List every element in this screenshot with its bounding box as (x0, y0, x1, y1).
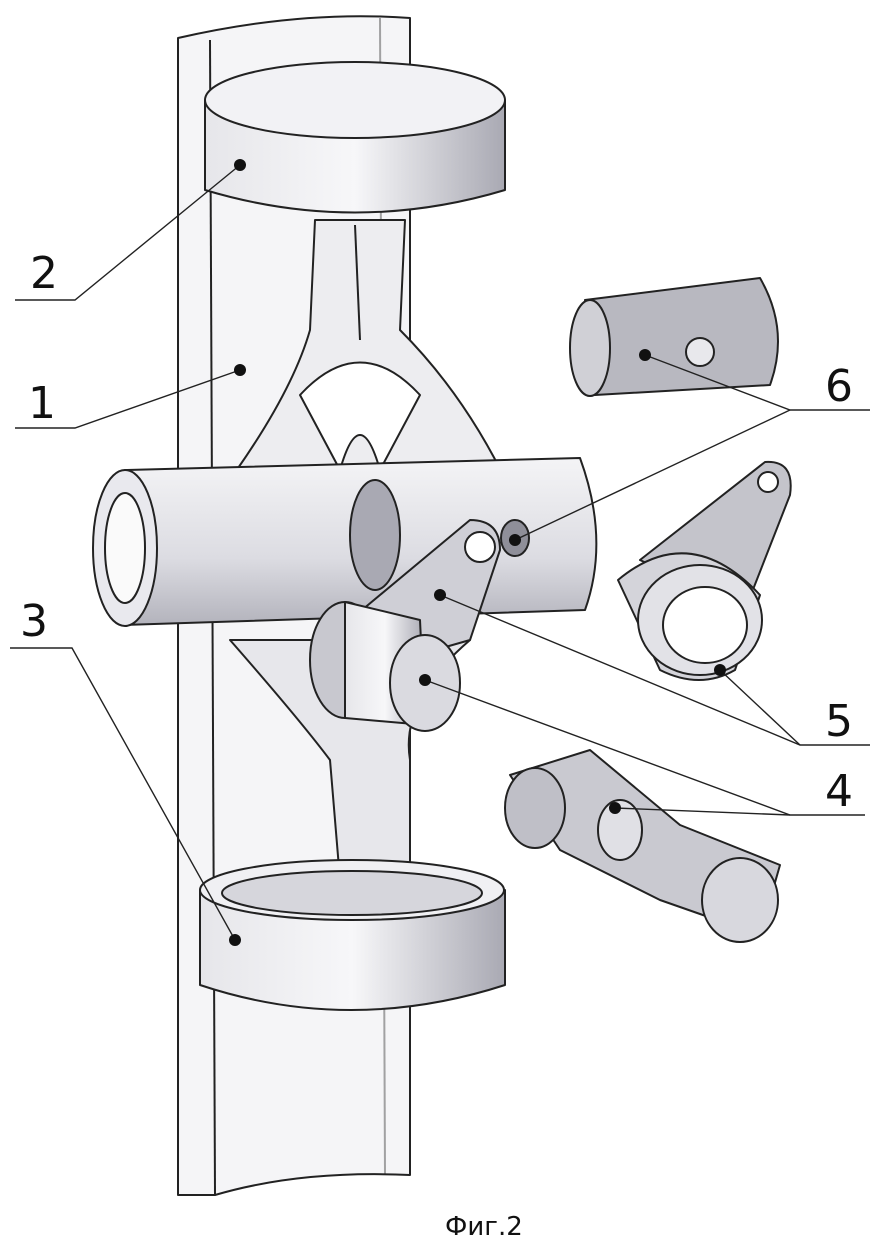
label-5: 5 (825, 700, 853, 744)
part-6-loose (570, 278, 778, 396)
part-4-loose (505, 750, 780, 942)
label-1: 1 (28, 382, 56, 426)
figure-caption: Фиг.2 (445, 1212, 523, 1242)
label-3: 3 (20, 600, 48, 644)
part-2-top-cylinder (205, 62, 505, 213)
part-5-loose (618, 462, 791, 680)
part-3-bottom-ring (200, 860, 505, 1010)
label-2: 2 (30, 252, 58, 296)
label-6: 6 (825, 365, 853, 409)
label-4: 4 (825, 770, 853, 814)
